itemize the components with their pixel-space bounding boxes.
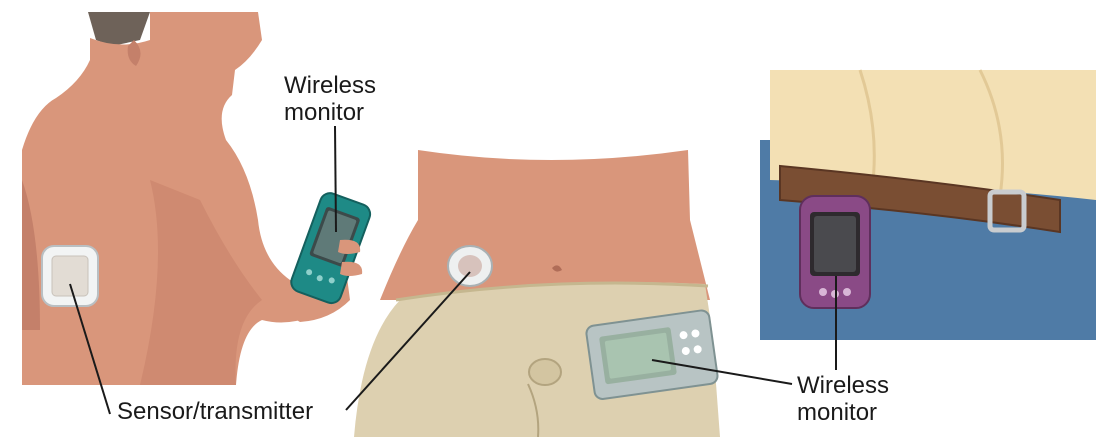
- belt-monitor-btn-3: [843, 288, 851, 296]
- label-wireless-monitor-bottom: Wireless monitor: [797, 372, 889, 426]
- belt-monitor-screen: [814, 216, 856, 272]
- middle-panel-abdomen: [354, 150, 720, 437]
- leader-monitor-top: [335, 126, 336, 232]
- label-line: Wireless: [284, 72, 376, 99]
- label-sensor-transmitter: Sensor/transmitter: [117, 398, 313, 425]
- abdomen-skin: [380, 150, 710, 300]
- arm-sensor-transmitter: [52, 256, 88, 296]
- label-line: monitor: [797, 399, 889, 426]
- label-line: monitor: [284, 99, 376, 126]
- left-panel-man: [22, 12, 373, 385]
- belt-monitor-btn-1: [819, 288, 827, 296]
- label-line: Wireless: [797, 372, 889, 399]
- handheld-monitor-teal: [288, 190, 372, 306]
- abdomen-sensor-core: [458, 255, 482, 277]
- right-panel-belt: [760, 70, 1096, 340]
- label-wireless-monitor-top: Wireless monitor: [284, 72, 376, 126]
- pants-button: [529, 359, 561, 385]
- clip-monitor-gray: [585, 309, 718, 400]
